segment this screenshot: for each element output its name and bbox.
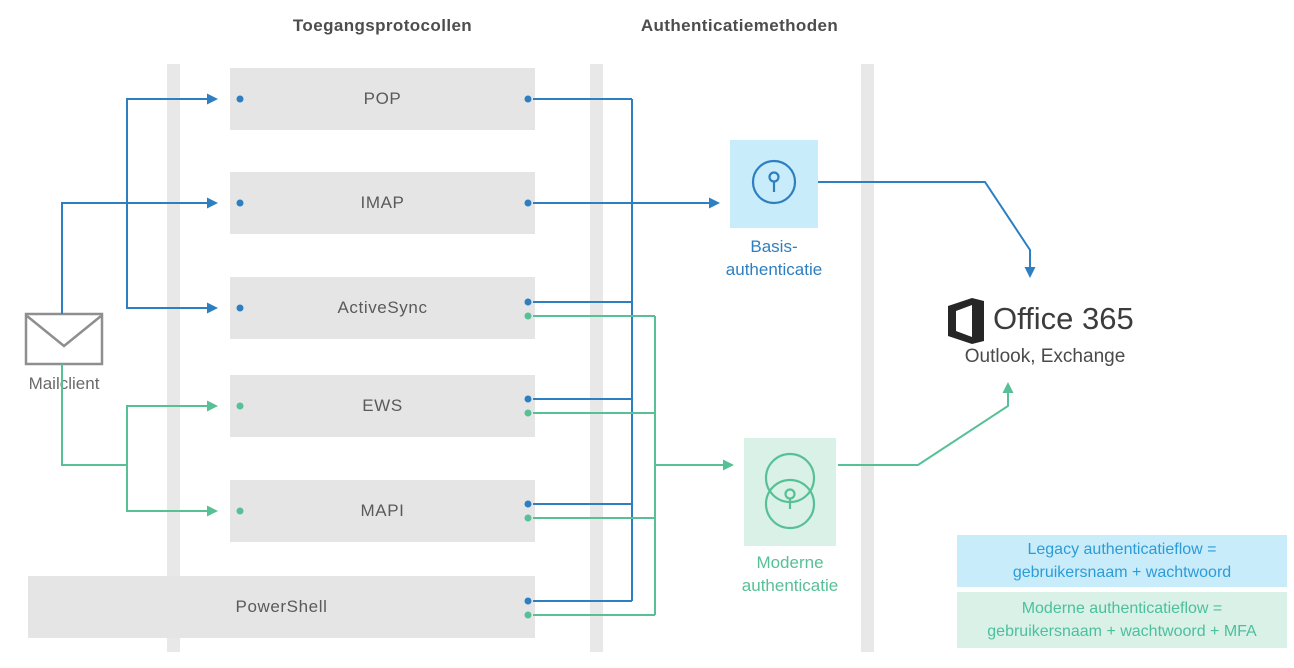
protocol-label-powershell: PowerShell (235, 597, 328, 616)
protocol-box-imap: IMAP (230, 172, 535, 234)
legend-legacy-line1: Legacy authenticatieflow = (1027, 540, 1217, 558)
basic-auth-label-line2: authenticatie (725, 259, 823, 279)
header-access-protocols: Toegangsprotocollen (292, 16, 473, 35)
basic-auth-label: Basis- authenticatie (699, 236, 849, 282)
protocol-box-ews: EWS (230, 375, 535, 437)
legend-modern-line1: Moderne authenticatieflow = (1021, 599, 1223, 617)
legacy-flow-lines (61, 93, 1036, 602)
mailclient-envelope-icon (24, 312, 104, 366)
mailclient-label: Mailclient (28, 374, 100, 393)
basic-auth-lock-icon (751, 159, 797, 205)
protocol-box-powershell: PowerShell (28, 576, 535, 638)
modern-auth-label-line1: Moderne (756, 553, 824, 572)
protocol-box-activesync: ActiveSync (230, 277, 535, 339)
divider-left (167, 64, 180, 652)
office-365-subtitle: Outlook, Exchange (964, 346, 1126, 367)
modern-auth-label: Moderne authenticatie (700, 552, 880, 598)
protocol-label-mapi: MAPI (360, 501, 405, 520)
divider-middle (590, 64, 603, 652)
protocol-label-activesync: ActiveSync (337, 298, 428, 317)
protocol-label-pop: POP (363, 89, 402, 108)
legend-legacy-auth: Legacy authenticatieflow = gebruikersnaa… (957, 535, 1287, 587)
modern-auth-tile (744, 438, 836, 546)
protocol-label-imap: IMAP (360, 193, 405, 212)
modern-auth-label-line2: authenticatie (741, 575, 839, 595)
modern-auth-lock-icon (764, 452, 816, 530)
protocol-box-pop: POP (230, 68, 535, 130)
legend-modern-line2: gebruikersnaam + wachtwoord + MFA (987, 623, 1257, 640)
office-365-logo (948, 298, 984, 344)
legend-legacy-line2: gebruikersnaam + wachtwoord (1012, 564, 1232, 581)
protocol-box-mapi: MAPI (230, 480, 535, 542)
basic-auth-label-line1: Basis- (750, 237, 798, 256)
header-auth-methods: Authenticatiemethoden (640, 16, 839, 35)
protocol-label-ews: EWS (362, 396, 403, 415)
office-365-title: Office 365 (993, 301, 1134, 336)
basic-auth-tile (730, 140, 818, 228)
legend-modern-auth: Moderne authenticatieflow = gebruikersna… (957, 592, 1287, 648)
